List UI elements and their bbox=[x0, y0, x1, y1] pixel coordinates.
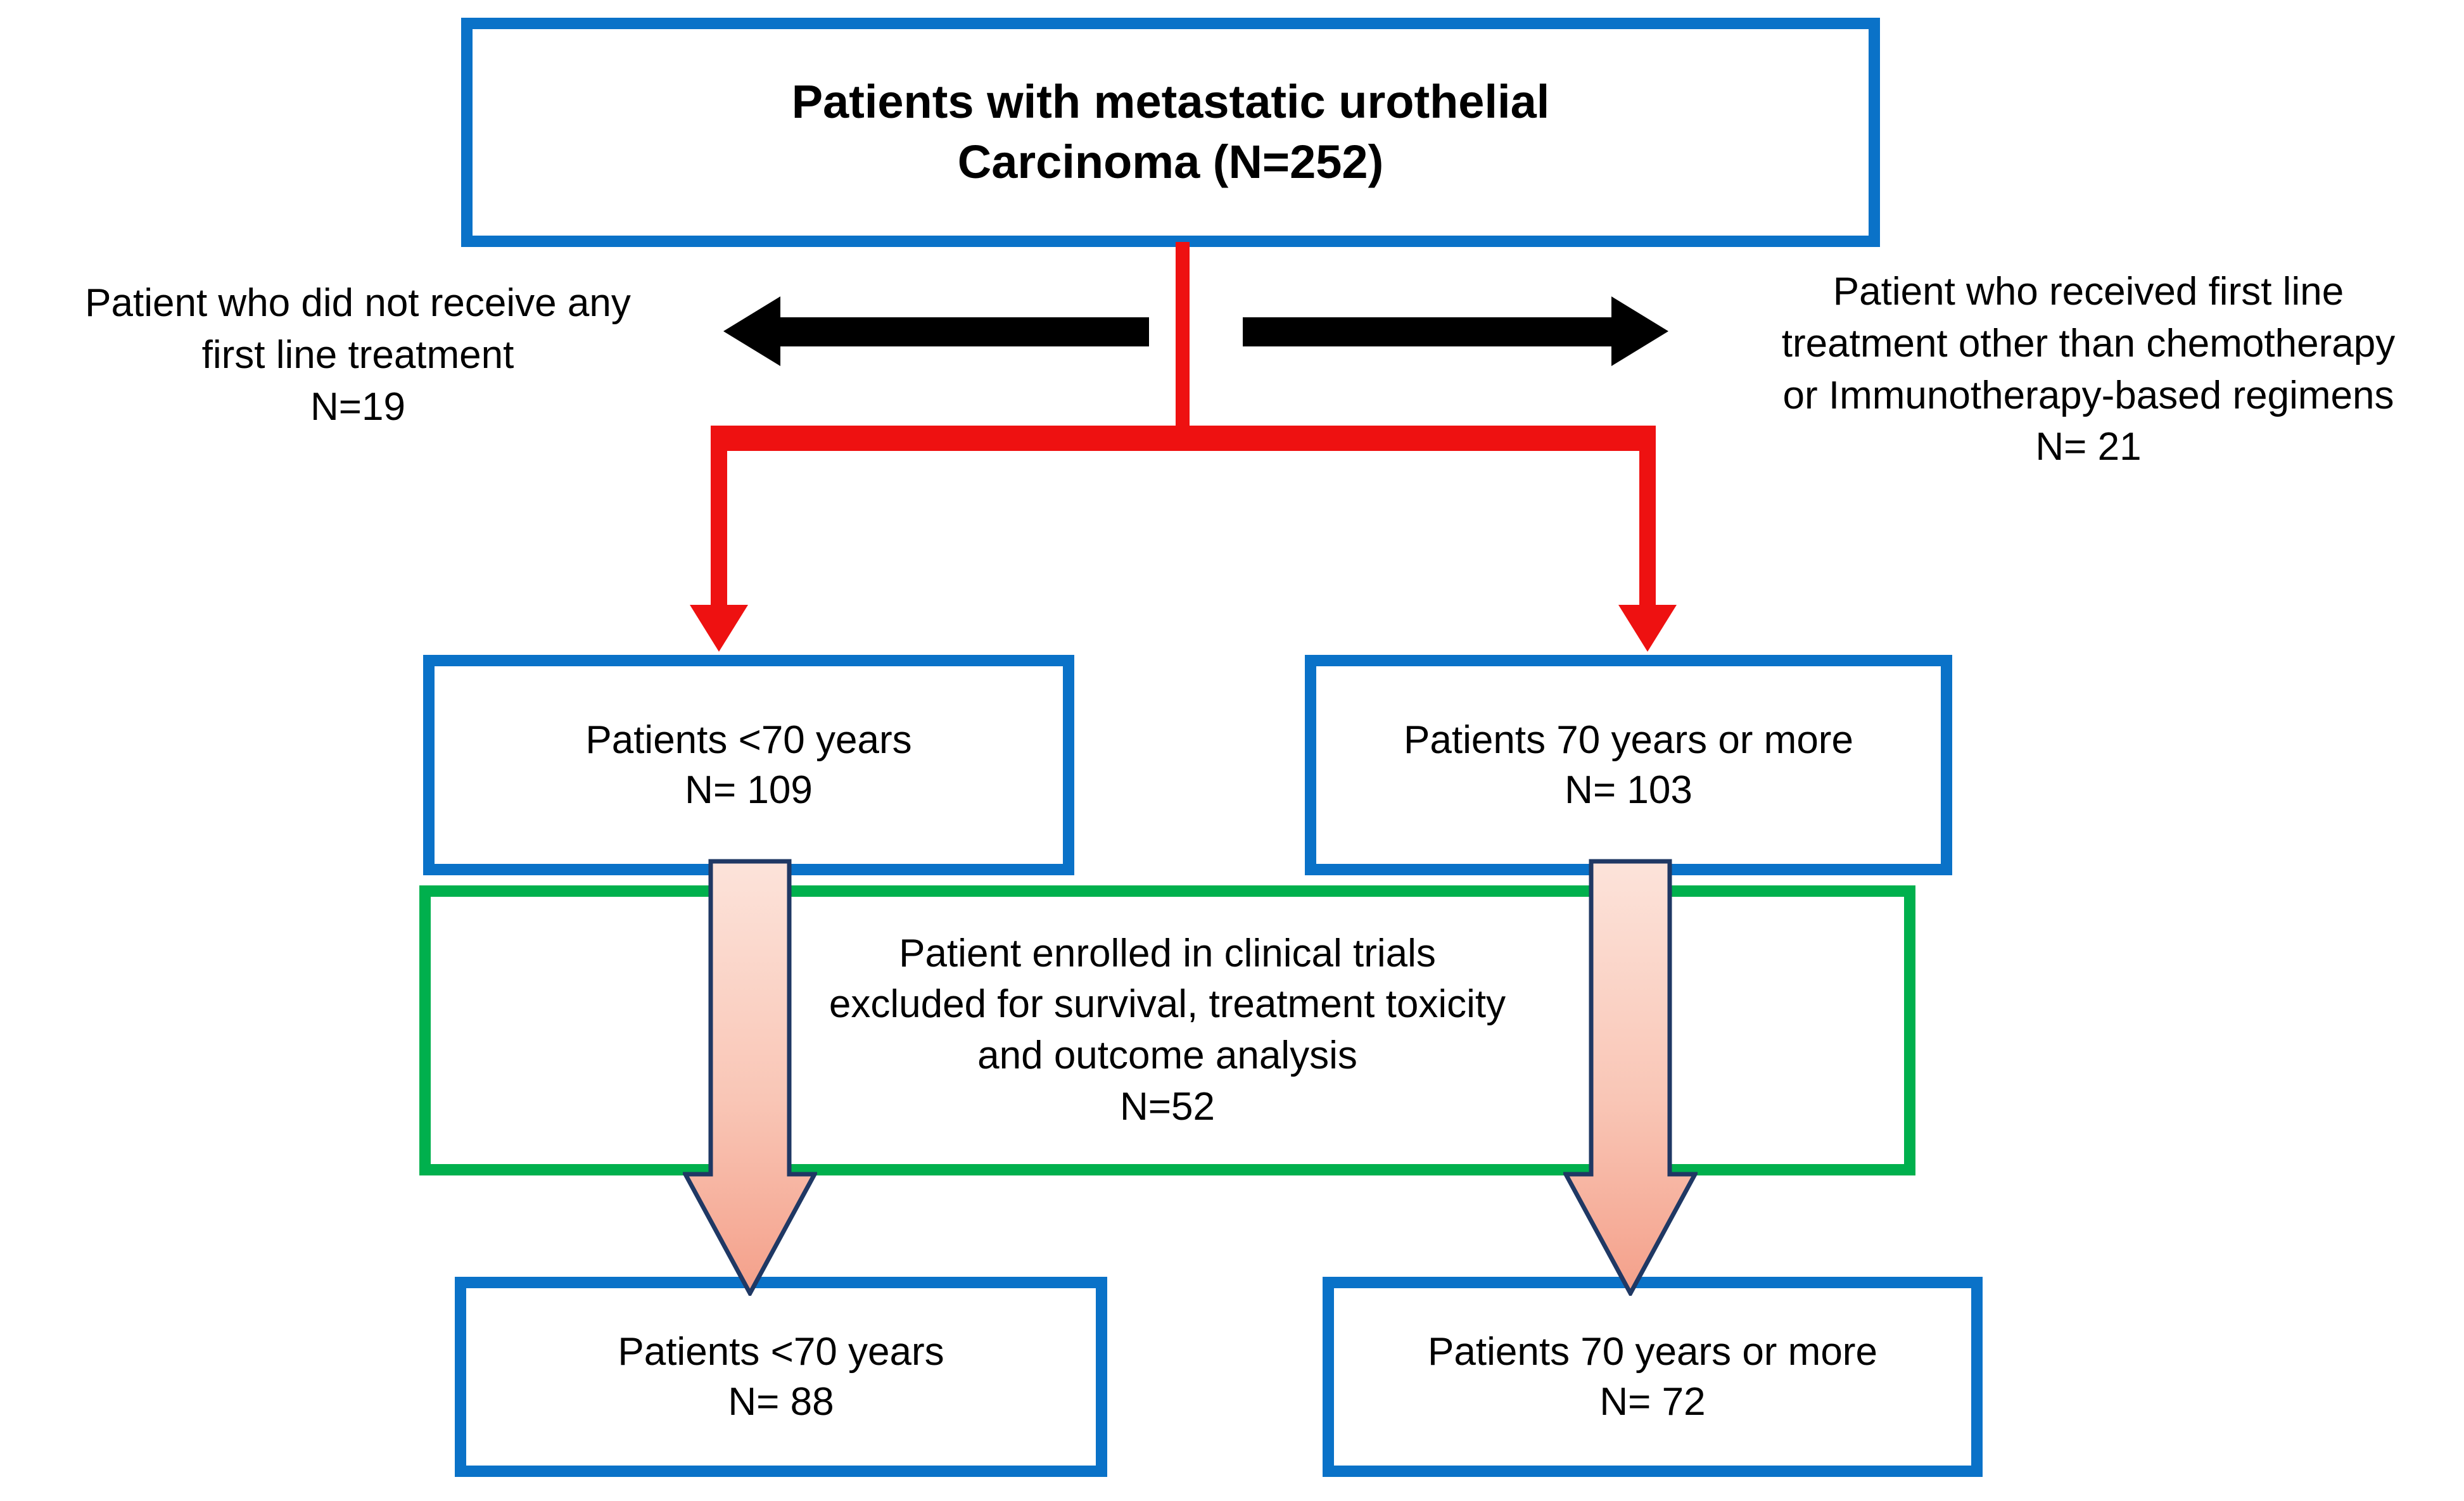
right-exclusion-line-4: N= 21 bbox=[2035, 425, 2142, 469]
mid-left-line-2: N= 109 bbox=[685, 768, 813, 812]
green-line-2: excluded for survival, treatment toxicit… bbox=[829, 982, 1506, 1027]
block-arrow-down-left-icon bbox=[683, 859, 817, 1296]
bottom-left-age-box: Patients <70 years N= 88 bbox=[455, 1277, 1107, 1477]
mid-left-age-box: Patients <70 years N= 109 bbox=[423, 655, 1074, 875]
right-exclusion-caption: Patient who received first line treatmen… bbox=[1718, 266, 2459, 473]
red-connector-stem bbox=[1176, 242, 1190, 440]
right-exclusion-line-1: Patient who received first line bbox=[1832, 270, 2344, 314]
top-cohort-line-1: Patients with metastatic urothelial bbox=[791, 75, 1550, 129]
mid-right-line-2: N= 103 bbox=[1565, 768, 1692, 812]
red-connector-crossbar bbox=[711, 426, 1656, 451]
arrow-right-shaft bbox=[1243, 317, 1614, 346]
left-exclusion-line-1: Patient who did not receive any bbox=[85, 281, 631, 325]
bottom-right-age-box: Patients 70 years or more N= 72 bbox=[1323, 1277, 1983, 1477]
bottom-right-line-1: Patients 70 years or more bbox=[1428, 1329, 1877, 1374]
mid-right-line-1: Patients 70 years or more bbox=[1404, 718, 1853, 762]
green-line-4: N=52 bbox=[1120, 1084, 1215, 1129]
green-line-1: Patient enrolled in clinical trials bbox=[899, 931, 1436, 975]
bottom-right-line-2: N= 72 bbox=[1599, 1380, 1706, 1424]
top-cohort-line-2: Carcinoma (N=252) bbox=[957, 136, 1384, 188]
right-exclusion-line-3: or Immunotherapy-based regimens bbox=[1782, 373, 2394, 417]
arrow-down-right-icon bbox=[1618, 605, 1677, 652]
left-exclusion-line-3: N=19 bbox=[310, 384, 405, 429]
green-line-3: and outcome analysis bbox=[977, 1034, 1357, 1077]
red-connector-right-drop bbox=[1639, 426, 1656, 609]
bottom-left-line-1: Patients <70 years bbox=[618, 1329, 944, 1374]
arrow-left-icon bbox=[723, 296, 1149, 366]
mid-left-line-1: Patients <70 years bbox=[585, 718, 912, 762]
left-exclusion-line-2: first line treatment bbox=[201, 332, 514, 377]
mid-right-age-box: Patients 70 years or more N= 103 bbox=[1305, 655, 1952, 875]
left-exclusion-caption: Patient who did not receive any first li… bbox=[6, 277, 709, 433]
right-exclusion-line-2: treatment other than chemotherapy bbox=[1781, 321, 2396, 365]
arrow-right-head bbox=[1611, 296, 1668, 366]
arrow-down-left-icon bbox=[690, 605, 748, 652]
red-connector-left-drop bbox=[711, 426, 727, 609]
bottom-left-line-2: N= 88 bbox=[728, 1380, 834, 1424]
arrow-left-head bbox=[723, 296, 780, 366]
top-cohort-box: Patients with metastatic urothelial Carc… bbox=[461, 18, 1880, 247]
block-arrow-down-right-icon bbox=[1563, 859, 1698, 1296]
arrow-left-shaft bbox=[778, 317, 1149, 346]
arrow-right-icon bbox=[1243, 296, 1668, 366]
